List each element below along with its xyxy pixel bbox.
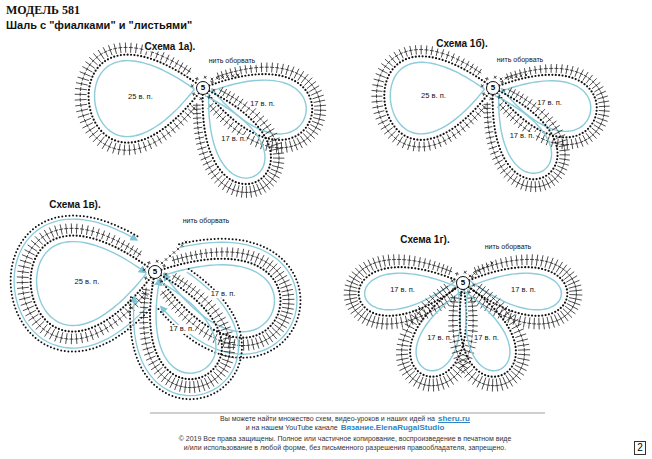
- node-text: 5: [461, 279, 465, 287]
- chain-stitches: [384, 56, 493, 140]
- chain-count: 17 в. п.: [220, 135, 247, 143]
- footer-line: © 2019 Все права защищены. Полное или ча…: [179, 435, 512, 443]
- chain-stitches: [359, 267, 463, 316]
- chain-stitches: [493, 75, 597, 138]
- chain-count: 17 в. п.: [426, 334, 453, 342]
- chain-stitches: [463, 267, 567, 316]
- note: нить оборвать: [208, 57, 257, 65]
- note: нить оборвать: [484, 243, 533, 251]
- footer-line: Вы можете найти множество схем, видео-ур…: [220, 415, 470, 424]
- chain-stitches: [11, 216, 149, 352]
- chain-count: 17 в. п.: [210, 290, 237, 298]
- double-crochet-stitches: [160, 247, 294, 350]
- footer-text: © 2019 Все права защищены. Полное или ча…: [179, 435, 512, 442]
- double-crochet-stitches: [17, 223, 148, 344]
- double-crochet-stitches: [484, 87, 570, 192]
- start-ring: 5: [196, 81, 210, 95]
- start-ring: 5: [486, 81, 500, 95]
- chain-count: 17 в. п.: [389, 286, 416, 294]
- scheme-title: Схема 1б).: [435, 38, 488, 49]
- scheme-title: Схема 1в).: [48, 199, 101, 210]
- chain-count: 25 в. п.: [420, 92, 447, 100]
- link-text: Вязание.ElenaRugalStudio: [341, 423, 445, 432]
- chain-stitches: [203, 74, 312, 140]
- single-crochet-stitches: [143, 241, 188, 285]
- chain-count: 17 в. п.: [509, 132, 536, 140]
- page-number-box: 2: [634, 441, 646, 455]
- node-text: 5: [153, 268, 157, 276]
- chain-count: 17 в. п.: [168, 325, 195, 333]
- single-crochet-stitches: [191, 74, 240, 101]
- chain-stitches: [130, 269, 242, 399]
- footer-text: и/или использование в любой форме, без п…: [184, 444, 506, 451]
- node-text: 5: [491, 84, 495, 92]
- path-guide: [163, 265, 275, 332]
- double-crochet-stitches: [448, 284, 530, 392]
- single-crochet-stitches: [451, 262, 494, 296]
- chain-count: 17 в. п.: [510, 286, 537, 294]
- note: нить оборвать: [182, 217, 231, 225]
- footer-line: и/или использование в любой форме, без п…: [184, 444, 506, 452]
- double-crochet-stitches: [75, 43, 197, 156]
- footer-rule: [150, 413, 545, 414]
- footer-text: Вы можете найти множество схем, видео-ур…: [220, 415, 435, 422]
- node-text: 5: [201, 84, 205, 92]
- chain-count: 25 в. п.: [127, 93, 154, 101]
- path-guide: [14, 219, 146, 348]
- double-crochet-stitches: [396, 284, 478, 392]
- chain-count: 17 в. п.: [249, 100, 276, 108]
- single-crochet-stitches: [481, 74, 528, 101]
- note: нить оборвать: [496, 56, 545, 64]
- motif: [11, 216, 301, 400]
- motif: [75, 43, 327, 198]
- node-text: 2: [637, 443, 643, 453]
- motif: [371, 45, 609, 192]
- start-ring: 5: [456, 276, 470, 290]
- footer-line: и на нашем YouTube каналеВязание.ElenaRu…: [246, 424, 445, 433]
- chain-stitches: [150, 272, 222, 379]
- chain-count: 17 в. п.: [536, 99, 563, 107]
- motif: [344, 254, 583, 391]
- page-title: МОДЕЛЬ 581: [6, 4, 80, 17]
- chain-count: 17 в. п.: [473, 334, 500, 342]
- footer-text: и на нашем YouTube канале: [246, 424, 338, 431]
- chain-count: 25 в. п.: [74, 277, 101, 285]
- double-crochet-stitches: [193, 87, 284, 198]
- link-text: sheru.ru: [438, 414, 470, 423]
- double-crochet-stitches: [371, 45, 487, 152]
- scheme-title: Схема 1г).: [399, 234, 450, 245]
- subtitle: Шаль с "фиалками" и "листьями": [6, 19, 192, 31]
- scheme-title: Схема 1а).: [144, 41, 197, 52]
- start-ring: 5: [148, 265, 162, 279]
- path-guide: [134, 272, 239, 396]
